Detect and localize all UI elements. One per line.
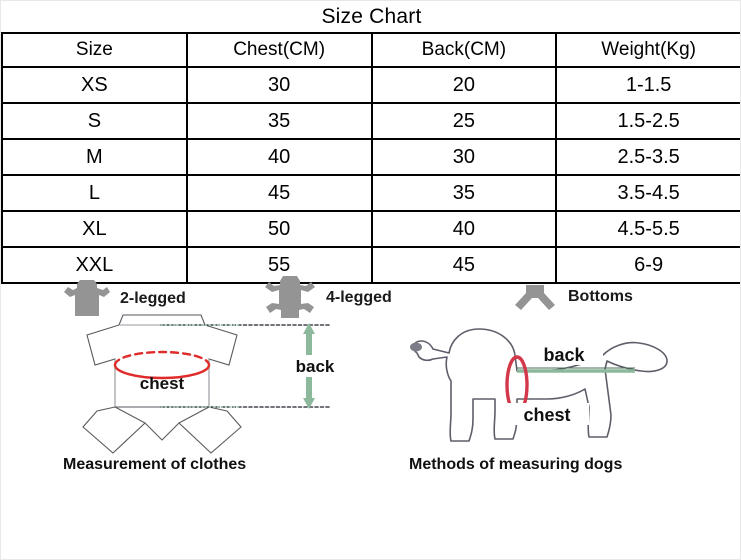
cell-weight: 1.5-2.5 bbox=[555, 102, 740, 140]
cell-weight: 3.5-4.5 bbox=[555, 174, 740, 212]
table-row: S 35 25 1.5-2.5 bbox=[1, 102, 740, 140]
cell-back: 25 bbox=[370, 102, 558, 140]
garment-right-leg-shape bbox=[178, 406, 242, 454]
column-header-back: Back(CM) bbox=[370, 32, 558, 68]
back-label: back bbox=[543, 345, 585, 365]
cell-chest: 45 bbox=[185, 174, 373, 212]
column-header-chest: Chest(CM) bbox=[185, 32, 373, 68]
back-label: back bbox=[296, 357, 335, 376]
table-row: M 40 30 2.5-3.5 bbox=[1, 138, 740, 176]
caption-measurement-of-clothes: Measurement of clothes bbox=[63, 456, 247, 473]
cell-weight: 2.5-3.5 bbox=[555, 138, 740, 176]
legend-label-bottoms: Bottoms bbox=[568, 288, 633, 305]
dog-nose-icon bbox=[410, 342, 422, 352]
chest-measure-ellipse bbox=[113, 350, 211, 380]
garment-measurement-illustration: back chest bbox=[41, 307, 371, 457]
four-legged-garment-icon bbox=[263, 276, 317, 320]
table-row: XXL 55 45 6-9 bbox=[1, 246, 740, 284]
garment-body-shape bbox=[86, 324, 238, 408]
size-chart-table: Size Chart Size Chest(CM) Back(CM) Weigh… bbox=[1, 1, 740, 284]
cell-chest: 30 bbox=[185, 66, 373, 104]
cell-back: 45 bbox=[370, 246, 558, 284]
cell-back: 20 bbox=[370, 66, 558, 104]
two-legged-garment-icon bbox=[63, 280, 111, 318]
cell-chest: 55 bbox=[185, 246, 373, 284]
cell-size: XL bbox=[1, 210, 188, 248]
dog-measurement-illustration: back chest bbox=[399, 319, 729, 459]
garment-type-legend: 2-legged 4-legged Bottoms bbox=[1, 275, 740, 321]
dog-outline-shape bbox=[412, 328, 668, 442]
legend-label-four-legged: 4-legged bbox=[326, 289, 392, 306]
cell-size: M bbox=[1, 138, 188, 176]
cell-weight: 6-9 bbox=[555, 246, 740, 284]
garment-collar-shape bbox=[118, 314, 206, 326]
cell-back: 30 bbox=[370, 138, 558, 176]
caption-methods-of-measuring-dogs: Methods of measuring dogs bbox=[409, 456, 623, 473]
cell-size: XS bbox=[1, 66, 188, 104]
page-title: Size Chart bbox=[2, 1, 740, 34]
legend-item-four-legged: 4-legged bbox=[263, 276, 392, 320]
cell-weight: 4.5-5.5 bbox=[555, 210, 740, 248]
cell-size: L bbox=[1, 174, 188, 212]
cell-size: XXL bbox=[1, 246, 188, 284]
column-header-size: Size bbox=[1, 32, 188, 68]
chest-label: chest bbox=[140, 374, 185, 393]
legend-item-two-legged: 2-legged bbox=[63, 280, 186, 318]
table-title-row: Size Chart bbox=[2, 1, 740, 34]
legend-item-bottoms: Bottoms bbox=[511, 283, 633, 311]
garment-left-leg-shape bbox=[82, 406, 146, 454]
table-row: L 45 35 3.5-4.5 bbox=[1, 174, 740, 212]
cell-size: S bbox=[1, 102, 188, 140]
cell-chest: 35 bbox=[185, 102, 373, 140]
cell-back: 35 bbox=[370, 174, 558, 212]
table-row: XS 30 20 1-1.5 bbox=[1, 66, 740, 104]
chest-label: chest bbox=[523, 405, 570, 425]
back-measure-line bbox=[517, 367, 635, 373]
legend-label-two-legged: 2-legged bbox=[120, 290, 186, 307]
cell-chest: 40 bbox=[185, 138, 373, 176]
column-header-weight: Weight(Kg) bbox=[555, 32, 740, 68]
bottoms-garment-icon bbox=[511, 283, 559, 311]
table-header-row: Size Chest(CM) Back(CM) Weight(Kg) bbox=[1, 32, 740, 68]
table-row: XL 50 40 4.5-5.5 bbox=[1, 210, 740, 248]
cell-chest: 50 bbox=[185, 210, 373, 248]
cell-back: 40 bbox=[370, 210, 558, 248]
cell-weight: 1-1.5 bbox=[555, 66, 740, 104]
